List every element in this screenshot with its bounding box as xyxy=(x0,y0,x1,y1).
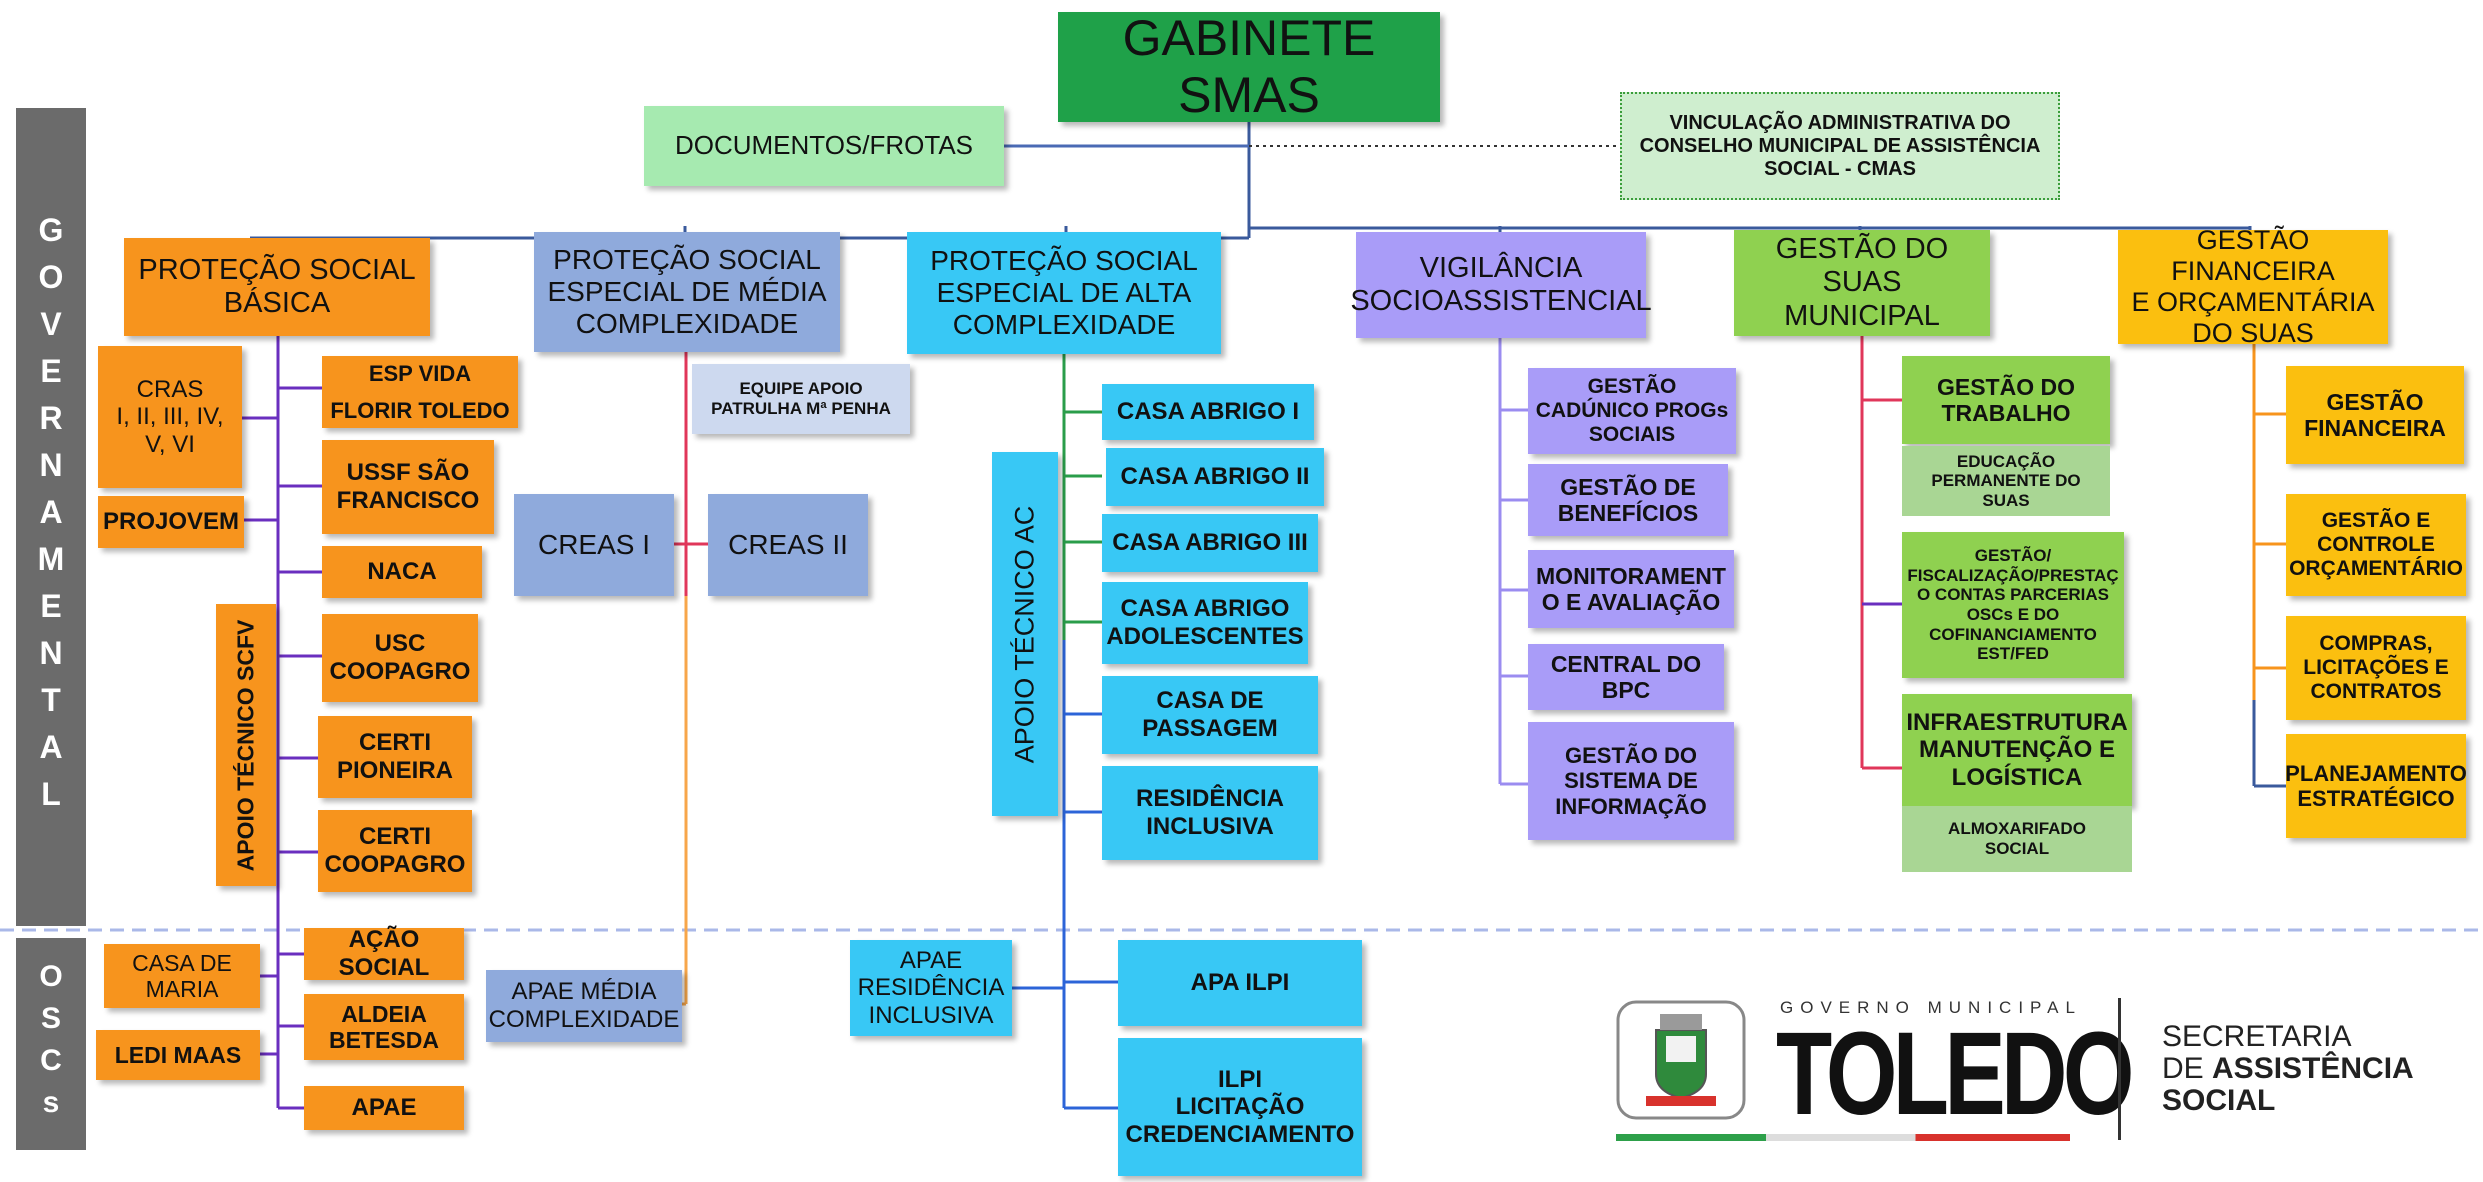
ussf-box[interactable]: USSF SÃO FRANCISCO xyxy=(322,440,494,534)
social-text: SOCIAL xyxy=(2162,1084,2276,1117)
compras-licitacoes-box[interactable]: COMPRAS, LICITAÇÕES E CONTRATOS xyxy=(2286,616,2466,720)
side-gov-letter-4: R xyxy=(39,399,63,436)
gestao-cadunico-box[interactable]: GESTÃO CADÚNICO PROGs SOCIAIS xyxy=(1528,368,1736,454)
side-gov-letter-9: N xyxy=(39,634,63,671)
side-osc-letter-0: O xyxy=(39,960,63,993)
controle-orcamentario-box[interactable]: GESTÃO E CONTROLE ORÇAMENTÁRIO xyxy=(2286,494,2466,596)
documentos-box[interactable]: DOCUMENTOS/FROTAS xyxy=(644,106,1004,186)
apoio-scfv-bar[interactable]: APOIO TÉCNICO SCFV xyxy=(216,604,276,886)
side-gov-letter-10: T xyxy=(41,681,61,718)
assistencia-text: ASSISTÊNCIA xyxy=(2212,1052,2414,1085)
vinculacao-box[interactable]: VINCULAÇÃO ADMINISTRATIVA DO CONSELHO MU… xyxy=(1620,92,2060,200)
gestao-financeira-sub-box[interactable]: GESTÃO FINANCEIRA xyxy=(2286,366,2464,464)
ledi-maas-box[interactable]: LEDI MAAS xyxy=(96,1030,260,1080)
protecao-basica-box[interactable]: PROTEÇÃO SOCIAL BÁSICA xyxy=(124,238,430,336)
side-osc-letter-3: s xyxy=(42,1086,60,1119)
apae-media-box[interactable]: APAE MÉDIA COMPLEXIDADE xyxy=(486,970,682,1042)
apa-ilpi-box[interactable]: APA ILPI xyxy=(1118,940,1362,1026)
side-gov-letter-11: A xyxy=(39,728,63,765)
apoio-ac-label: APOIO TÉCNICO AC xyxy=(1009,505,1040,763)
certi-pioneira-box[interactable]: CERTI PIONEIRA xyxy=(318,716,472,798)
casa-abrigo-iii-box[interactable]: CASA ABRIGO III xyxy=(1102,514,1318,572)
vigilancia-box[interactable]: VIGILÂNCIA SOCIOASSISTENCIAL xyxy=(1350,232,1652,338)
casa-de-maria-box[interactable]: CASA DE MARIA xyxy=(104,944,260,1008)
monitoramento-box[interactable]: MONITORAMENT O E AVALIAÇÃO xyxy=(1528,550,1734,628)
casa-abrigo-i-box[interactable]: CASA ABRIGO I xyxy=(1102,384,1314,440)
gabinete-box[interactable]: GABINETE SMAS xyxy=(1058,10,1440,123)
planejamento-estrategico-box[interactable]: PLANEJAMENTO ESTRATÉGICO xyxy=(2285,734,2467,838)
certi-coopagro-box[interactable]: CERTI COOPAGRO xyxy=(318,810,472,892)
almoxarifado-box[interactable]: ALMOXARIFADO SOCIAL xyxy=(1902,806,2132,872)
side-gov-letter-0: G xyxy=(38,211,64,248)
casa-abrigo-ii-box[interactable]: CASA ABRIGO II xyxy=(1106,448,1324,506)
equipe-apoio-box[interactable]: EQUIPE APOIO PATRULHA Mª PENHA xyxy=(692,364,910,434)
protecao-media-box[interactable]: PROTEÇÃO SOCIAL ESPECIAL DE MÉDIA COMPLE… xyxy=(534,232,840,352)
toledo-coat-of-arms xyxy=(1616,1000,1746,1120)
side-gov-letter-1: O xyxy=(38,258,64,295)
governo-municipal-text: GOVERNO MUNICIPAL xyxy=(1780,998,2082,1017)
apae-residencia-box[interactable]: APAE RESIDÊNCIA INCLUSIVA xyxy=(850,940,1012,1036)
side-gov-letter-2: V xyxy=(40,305,62,342)
coat-of-arms-icon xyxy=(1616,1000,1746,1120)
acao-social-box[interactable]: AÇÃO SOCIAL xyxy=(304,926,464,981)
gestao-financeira-box[interactable]: GESTÃO FINANCEIRA E ORÇAMENTÁRIA DO SUAS xyxy=(2118,225,2388,348)
apoio-ac-bar[interactable]: APOIO TÉCNICO AC xyxy=(992,452,1058,816)
residencia-inclusiva-box[interactable]: RESIDÊNCIA INCLUSIVA xyxy=(1102,766,1318,860)
naca-box[interactable]: NACA xyxy=(322,546,482,598)
central-bpc-box[interactable]: CENTRAL DO BPC xyxy=(1528,644,1724,710)
de-assistencia-label: DE ASSISTÊNCIA xyxy=(2162,1052,2414,1085)
toledo-text: TOLEDO xyxy=(1776,1008,2134,1140)
gestao-suas-box[interactable]: GESTÃO DO SUAS MUNICIPAL xyxy=(1734,230,1990,336)
gestao-beneficios-box[interactable]: GESTÃO DE BENEFÍCIOS xyxy=(1528,464,1728,536)
side-gov-letter-8: E xyxy=(40,587,62,624)
side-gov-letter-3: E xyxy=(40,352,62,389)
side-osc-letter-1: S xyxy=(40,1002,61,1035)
de-assistencia-text: DE ASSISTÊNCIA xyxy=(2162,1052,2414,1086)
side-gov-letter-6: A xyxy=(39,493,63,530)
educacao-permanente-box[interactable]: EDUCAÇÃO PERMANENTE DO SUAS xyxy=(1902,446,2110,516)
gestao-fiscalizacao-box[interactable]: GESTÃO/ FISCALIZAÇÃO/PRESTAÇ O CONTAS PA… xyxy=(1902,532,2124,678)
creas-i-box[interactable]: CREAS I xyxy=(514,494,674,596)
de-text: DE xyxy=(2162,1052,2213,1085)
apae-box[interactable]: APAE xyxy=(304,1086,464,1130)
secretaria-text: SECRETARIA xyxy=(2162,1020,2352,1053)
casa-de-passagem-box[interactable]: CASA DE PASSAGEM xyxy=(1102,676,1318,754)
ilpi-licitacao-box[interactable]: ILPI LICITAÇÃO CREDENCIAMENTO xyxy=(1118,1038,1362,1176)
logo-stripe xyxy=(1616,1134,2070,1141)
creas-ii-box[interactable]: CREAS II xyxy=(708,494,868,596)
aldeia-betesda-box[interactable]: ALDEIA BETESDA xyxy=(304,994,464,1060)
cras-box[interactable]: CRAS I, II, III, IV, V, VI xyxy=(98,346,242,488)
side-gov-letter-5: N xyxy=(39,446,63,483)
gestao-trabalho-box[interactable]: GESTÃO DO TRABALHO xyxy=(1902,356,2110,444)
esp-vida-box[interactable]: ESP VIDA FLORIR TOLEDO xyxy=(322,356,518,428)
protecao-alta-box[interactable]: PROTEÇÃO SOCIAL ESPECIAL DE ALTA COMPLEX… xyxy=(907,232,1221,354)
gestao-sistema-box[interactable]: GESTÃO DO SISTEMA DE INFORMAÇÃO xyxy=(1528,722,1734,840)
projovem-box[interactable]: PROJOVEM xyxy=(98,496,244,548)
side-gov-letter-12: L xyxy=(41,775,61,812)
apoio-scfv-label: APOIO TÉCNICO SCFV xyxy=(232,619,259,871)
side-gov-letter-7: M xyxy=(37,540,65,577)
logo-divider xyxy=(2118,998,2121,1140)
usc-box[interactable]: USC COOPAGRO xyxy=(322,614,478,702)
casa-abrigo-adolescentes-box[interactable]: CASA ABRIGO ADOLESCENTES xyxy=(1102,582,1308,664)
infraestrutura-box[interactable]: INFRAESTRUTURA MANUTENÇÃO E LOGÍSTICA xyxy=(1902,694,2132,806)
side-osc-letter-2: C xyxy=(40,1044,62,1077)
